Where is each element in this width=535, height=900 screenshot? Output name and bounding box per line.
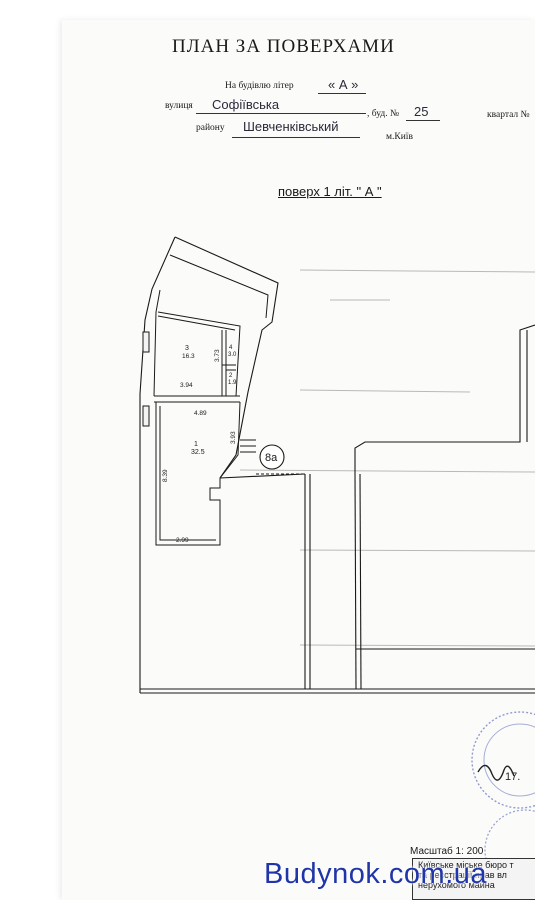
house-underline	[406, 120, 440, 121]
entrance-label: 8а	[265, 452, 278, 464]
room-4-area: 3.0	[228, 352, 237, 358]
dim-room1-length: 8.39	[162, 469, 169, 482]
walls-inner	[142, 254, 269, 546]
street-label: вулиця	[165, 101, 193, 111]
entrance-marker	[259, 444, 285, 470]
bureau-line-3: нерухомого майна	[418, 880, 495, 890]
room-3-number: 3	[185, 345, 189, 352]
room-labels: 3 16.3 4 3.0 2 1.9 1 32.5	[182, 345, 237, 456]
apartment-label: квартал №	[487, 110, 530, 120]
room-2-area: 1.9	[228, 380, 237, 386]
room-3-area: 16.3	[182, 353, 195, 360]
bureau-line-2: та реєстрації прав вл	[418, 870, 507, 880]
city-label: м.Київ	[386, 132, 413, 142]
page-title: ПЛАН ЗА ПОВЕРХАМИ	[172, 36, 395, 57]
street-underline	[196, 113, 366, 114]
district-value: Шевченківський	[243, 119, 339, 134]
district-label: району	[196, 123, 225, 133]
dim-room1-side: 3.93	[230, 431, 237, 444]
dim-room1-bottom: 2.99	[176, 537, 189, 544]
room-1-number: 1	[194, 441, 198, 448]
stamp-date: 17.	[505, 771, 520, 783]
floor-title: поверх 1 літ. " А "	[278, 184, 382, 199]
walls-outer	[139, 236, 535, 694]
district-underline	[232, 137, 360, 138]
room-4-number: 4	[229, 345, 233, 351]
dim-room3-width: 3.94	[180, 382, 193, 389]
document-sheet	[62, 20, 535, 900]
bureau-line-1: Київське міське бюро т	[418, 860, 514, 870]
dim-room1-width: 4.89	[194, 410, 207, 417]
building-letter-label: На будівлю літер	[225, 81, 294, 91]
official-stamp: 17.	[471, 711, 535, 891]
signature-icon	[477, 764, 515, 781]
building-letter-value: « А »	[328, 77, 359, 92]
room-2-number: 2	[229, 373, 233, 379]
watermark: Budynok.com.ua	[264, 858, 488, 890]
dim-room3-height: 3.73	[214, 349, 221, 362]
room-1-area: 32.5	[191, 449, 205, 456]
dimension-labels: 3.73 3.94 4.89 3.93 8.39 2.99	[162, 349, 237, 544]
pencil-lines	[239, 269, 535, 647]
house-label: , буд. №	[367, 109, 400, 119]
scale-label: Масштаб 1: 200	[410, 846, 484, 857]
street-value: Софіївська	[212, 97, 280, 112]
house-value: 25	[414, 104, 429, 119]
building-letter-underline	[318, 93, 366, 94]
